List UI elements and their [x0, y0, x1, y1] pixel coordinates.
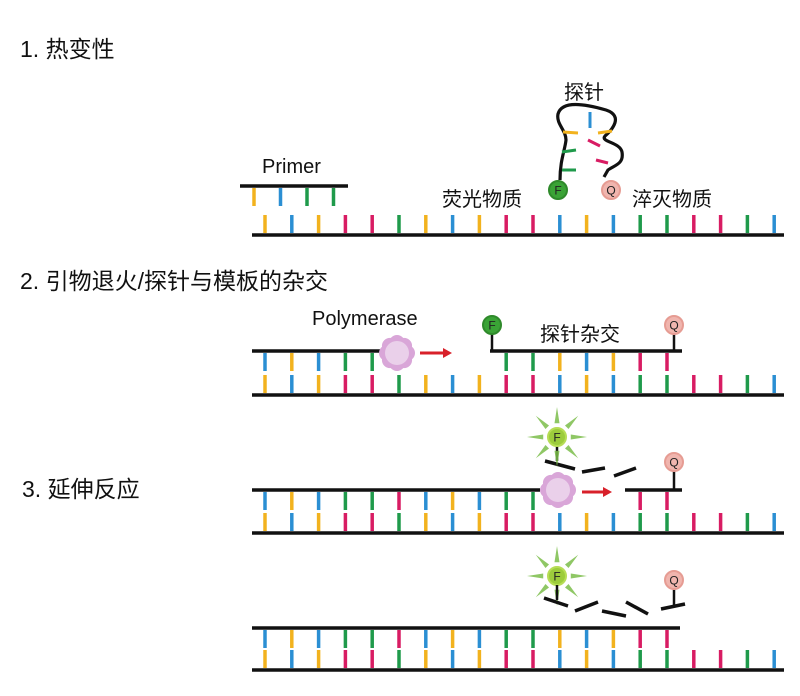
fluorophore-letter: F [554, 184, 561, 198]
quencher-letter: Q [669, 319, 678, 333]
step-3-title: 3. 延伸反应 [22, 476, 140, 502]
glow-ray [570, 573, 587, 579]
probe-fragment [574, 600, 599, 613]
glow-ray [554, 407, 560, 424]
primer-label: Primer [262, 156, 321, 178]
glow-ray [564, 415, 579, 430]
step-2-title: 2. 引物退火/探针与模板的杂交 [20, 268, 328, 294]
glow-ray [535, 583, 550, 598]
glow-ray [535, 554, 550, 569]
step-1-title: 1. 热变性 [20, 36, 115, 62]
probe-base [595, 158, 609, 165]
glow-ray [527, 434, 544, 440]
fluorophore-letter: F [553, 570, 560, 584]
probe-base [597, 129, 613, 135]
probe-base [561, 148, 577, 154]
quencher-marker [664, 315, 684, 335]
polymerase-label: Polymerase [312, 308, 418, 330]
quencher-letter: Q [669, 574, 678, 588]
probe-fragment [601, 609, 627, 618]
probe-base [562, 130, 579, 135]
probe-base [587, 138, 601, 148]
glow-ray [564, 583, 579, 598]
fluorophore-label: 荧光物质 [442, 189, 522, 211]
quencher-marker [664, 452, 684, 472]
fluorophore-letter: F [553, 431, 560, 445]
fluorophore-marker [547, 427, 567, 447]
glow-ray [535, 415, 550, 430]
probe-hybridization-label: 探针杂交 [540, 324, 620, 346]
arrow-head [443, 348, 452, 358]
probe-fragment [613, 466, 637, 478]
quencher-marker [601, 180, 621, 200]
probe-fragment [544, 459, 576, 471]
fluorophore-marker [548, 180, 568, 200]
arrow-head [603, 487, 612, 497]
glow-ray [564, 554, 579, 569]
fluorophore-marker [482, 315, 502, 335]
probe-fragment [625, 600, 649, 616]
probe-fragment [581, 466, 606, 474]
quencher-label: 淬灭物质 [632, 189, 712, 211]
glow-ray [527, 573, 544, 579]
glow-ray [554, 450, 560, 467]
probe-fragment [543, 596, 569, 608]
glow-ray [535, 444, 550, 459]
glow-ray [570, 434, 587, 440]
probe-loop [556, 102, 624, 181]
glow-ray [554, 546, 560, 563]
probe-label: 探针 [564, 82, 604, 104]
polymerase-enzyme [540, 472, 576, 508]
quencher-marker [664, 570, 684, 590]
quencher-letter: Q [606, 184, 615, 198]
polymerase-enzyme [379, 335, 415, 371]
quencher-letter: Q [669, 456, 678, 470]
probe-fragment [660, 602, 686, 611]
glow-ray [564, 444, 579, 459]
fluorophore-letter: F [488, 319, 495, 333]
